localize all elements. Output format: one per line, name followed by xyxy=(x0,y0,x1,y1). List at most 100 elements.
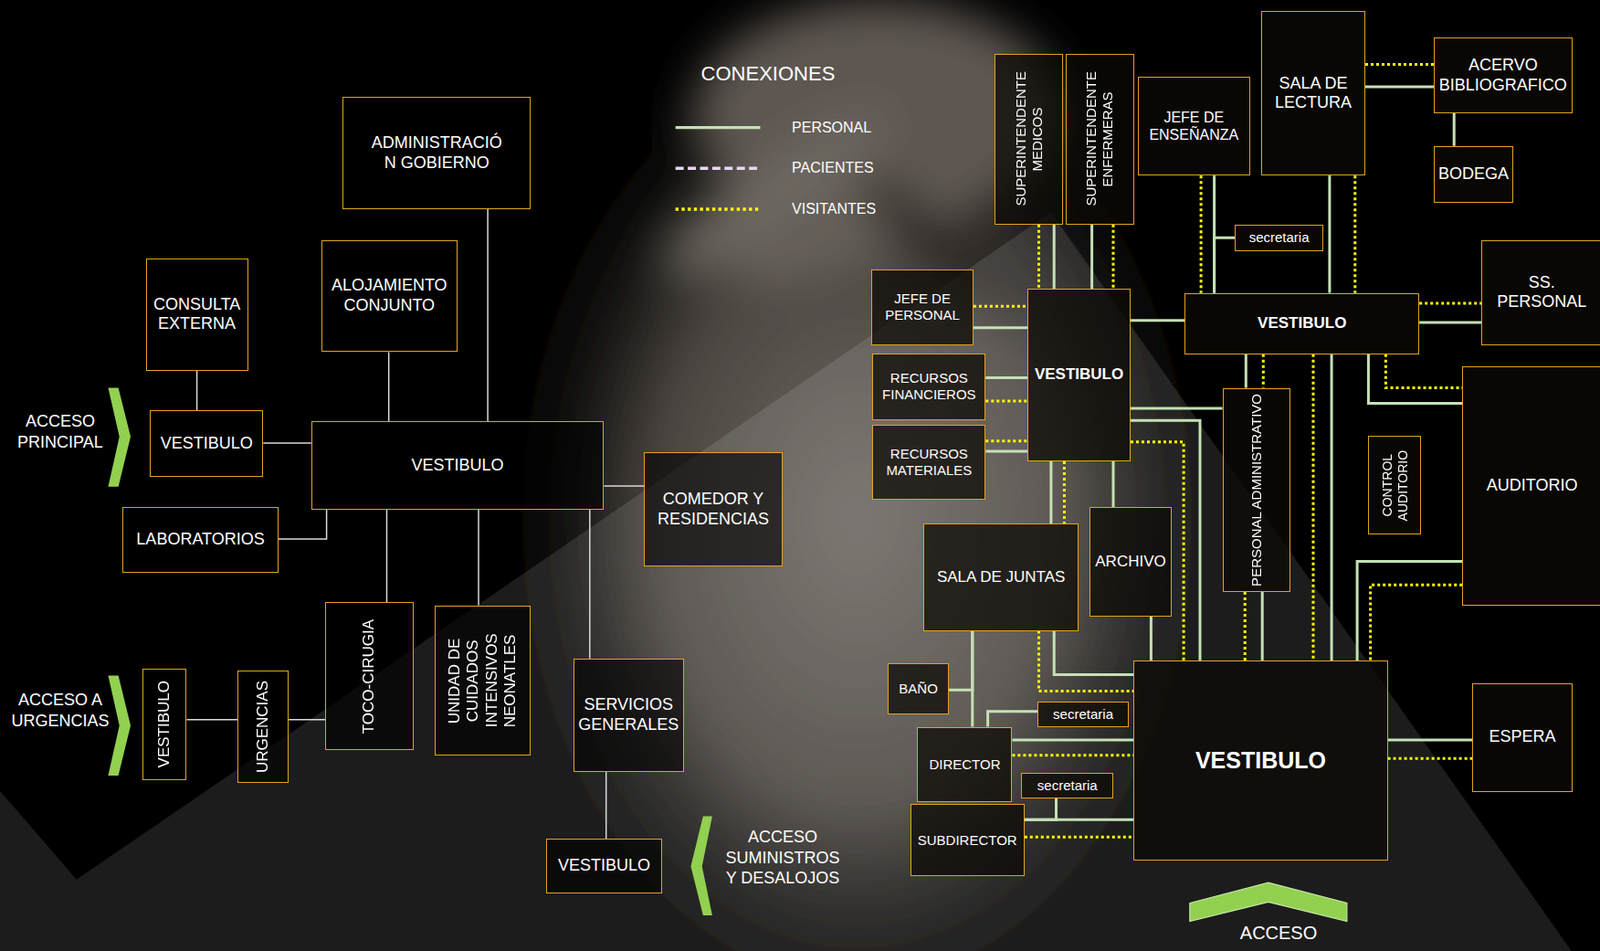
room-box: BAÑO xyxy=(887,663,949,715)
room-label: VESTIBULO xyxy=(155,680,174,768)
access-chevron xyxy=(107,674,131,775)
room-box: DIRECTOR xyxy=(916,726,1012,803)
connector xyxy=(1053,631,1134,675)
connector xyxy=(985,400,1028,403)
room-label: AUDITORIO xyxy=(1486,475,1579,496)
connector xyxy=(1388,757,1474,760)
vertical-room-box: URGENCIAS xyxy=(237,670,289,783)
room-label: CONTROL AUDITORIO xyxy=(1379,439,1411,531)
connector xyxy=(1037,224,1041,289)
connector xyxy=(1039,631,1135,692)
room-label: ALOJAMIENTO CONJUNTO xyxy=(325,275,454,316)
connector xyxy=(604,484,645,487)
room-label: RECURSOS MATERIALES xyxy=(875,445,982,479)
room-box: secretaria xyxy=(1037,701,1128,727)
connector xyxy=(388,352,390,422)
room-box: ALOJAMIENTO CONJUNTO xyxy=(321,240,458,353)
room-label: UNIDAD DE CUIDADOS INTENSIVOS NEONATLES xyxy=(445,609,521,752)
connector xyxy=(1130,406,1223,410)
connector xyxy=(1130,318,1185,322)
room-box: ADMINISTRACIÓ N GOBIERNO xyxy=(342,96,531,210)
connector xyxy=(948,631,973,691)
vertical-room-box: PERSONAL ADMINISTRATIVO xyxy=(1222,388,1292,592)
connector xyxy=(973,326,1028,329)
room-box: VESTIBULO xyxy=(546,838,663,893)
room-label: SUBDIRECTOR xyxy=(917,831,1018,849)
room-label: TOCO-CIRUGIA xyxy=(359,619,379,734)
room-box: JEFE DE ENSEÑANZA xyxy=(1137,76,1251,176)
room-box: COMEDOR Y RESIDENCIAS xyxy=(643,452,783,567)
room-label: URGENCIAS xyxy=(253,680,273,773)
access-label: ACCESO xyxy=(1219,921,1338,945)
connector xyxy=(196,370,199,411)
legend-heading: CONEXIONES xyxy=(701,61,885,87)
room-box: secretaria xyxy=(1234,224,1324,252)
access-chevron xyxy=(690,816,712,916)
light-band xyxy=(0,211,1572,951)
connector xyxy=(1024,818,1135,822)
connector xyxy=(486,209,489,422)
room-label: VESTIBULO xyxy=(557,855,651,876)
connector xyxy=(1063,461,1066,524)
room-label: VESTIBULO xyxy=(1257,314,1347,333)
connector xyxy=(288,718,326,721)
connector xyxy=(1368,354,1463,404)
room-box: RECURSOS MATERIALES xyxy=(872,424,986,501)
room-label: secretaria xyxy=(1052,705,1114,723)
vertical-room-box: CONTROL AUDITORIO xyxy=(1368,435,1422,535)
vertical-room-box: UNIDAD DE CUIDADOS INTENSIVOS NEONATLES xyxy=(434,605,531,756)
connector xyxy=(1357,561,1463,661)
access-chevron xyxy=(1189,882,1348,921)
room-label: ADMINISTRACIÓ N GOBIERNO xyxy=(364,133,509,173)
room-label: VESTIBULO xyxy=(411,455,505,476)
room-box: LABORATORIOS xyxy=(122,506,279,573)
room-box: ESPERA xyxy=(1472,683,1573,793)
connector xyxy=(187,718,239,721)
connector xyxy=(1419,301,1482,305)
connector xyxy=(605,771,608,840)
room-box: SUBDIRECTOR xyxy=(910,803,1025,875)
connector xyxy=(985,449,1028,453)
connector xyxy=(1327,175,1331,294)
room-label: CONSULTA EXTERNA xyxy=(149,294,245,335)
room-label: SUPERINTENDENTE ENFERMERAS xyxy=(1083,57,1116,222)
connector xyxy=(1244,354,1248,389)
room-label: COMEDOR Y RESIDENCIAS xyxy=(647,489,779,529)
connector xyxy=(1385,354,1463,389)
legend-line xyxy=(675,167,761,170)
room-box: RECURSOS FINANCIEROS xyxy=(872,353,986,422)
vertical-room-box: TOCO-CIRUGIA xyxy=(325,601,413,750)
legend-label: PERSONAL xyxy=(791,118,872,137)
room-box: JEFE DE PERSONAL xyxy=(871,269,974,346)
room-box: SS. PERSONAL xyxy=(1481,240,1600,346)
room-label: RECURSOS FINANCIEROS xyxy=(875,369,982,403)
access-label: ACCESO A URGENCIAS xyxy=(9,689,112,731)
connector xyxy=(985,376,1028,379)
room-box: VESTIBULO xyxy=(149,410,264,477)
room-label: BAÑO xyxy=(898,680,938,697)
room-label: secretaria xyxy=(1249,229,1310,246)
vertical-room-box: SUPERINTENDENTE MEDICOS xyxy=(994,53,1064,225)
connector xyxy=(278,509,327,540)
room-box: secretaria xyxy=(1021,772,1114,799)
access-chevron xyxy=(107,387,131,486)
legend-label: PACIENTES xyxy=(791,158,874,178)
connector xyxy=(477,509,480,606)
connector xyxy=(1149,616,1153,661)
room-label: SALA DE JUNTAS xyxy=(936,568,1065,587)
room-label: BODEGA xyxy=(1438,164,1509,185)
connector xyxy=(589,509,591,659)
room-label: ARCHIVO xyxy=(1094,552,1166,571)
connector xyxy=(1024,798,1057,820)
connector xyxy=(1011,753,1134,757)
vertical-room-box: SUPERINTENDENTE ENFERMERAS xyxy=(1065,53,1136,225)
legend-label: VISITANTES xyxy=(791,200,876,219)
connector xyxy=(1388,738,1474,742)
connector xyxy=(1243,591,1247,661)
connector xyxy=(1200,175,1203,294)
room-box: SALA DE LECTURA xyxy=(1261,10,1366,176)
room-label: ESPERA xyxy=(1489,726,1557,748)
